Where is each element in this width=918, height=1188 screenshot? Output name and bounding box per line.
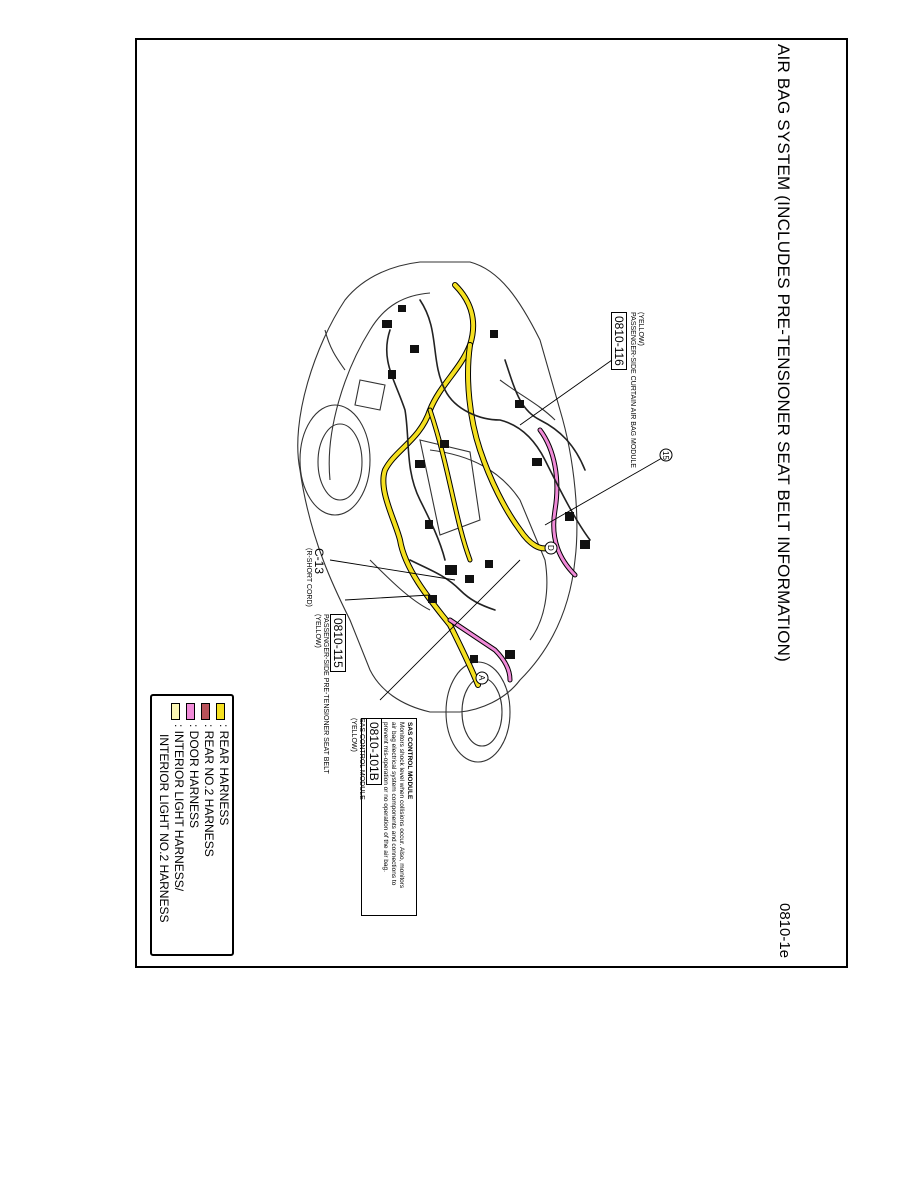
diagram-frame xyxy=(135,38,848,968)
sas-note-box xyxy=(361,718,417,916)
legend-rear-harness: : REAR HARNESS xyxy=(217,724,231,826)
sas-note-line: air bag electrical system components and… xyxy=(390,722,397,886)
legend-interior-light-no2-harness: INTERIOR LIGHT NO.2 HARNESS xyxy=(157,734,171,923)
sas-note-line: prevent mis-operation or no operation of… xyxy=(382,722,389,872)
sas-note-line: Monitors shock level when collisions occ… xyxy=(398,722,405,889)
swatch-rear-harness xyxy=(216,703,225,720)
page-title: AIR BAG SYSTEM (INCLUDES PRE-TENSIONER S… xyxy=(774,44,793,662)
legend-interior-light-harness: : INTERIOR LIGHT HARNESS/ xyxy=(172,724,186,892)
callout-color: (YELLOW) xyxy=(314,614,321,648)
callout-desc: PASSENGER-SIDE CURTAIN AIR BAG MODULE xyxy=(629,312,636,468)
callout-0810-116: (YELLOW) PASSENGER-SIDE CURTAIN AIR BAG … xyxy=(610,312,644,468)
sas-note-heading: SAS CONTROL MODULE xyxy=(406,722,413,800)
sas-note: SAS CONTROL MODULE Monitors shock level … xyxy=(381,722,413,888)
callout-desc: (R-SHORT CORD) xyxy=(305,548,312,607)
swatch-door-harness xyxy=(186,703,195,720)
swatch-interior-light-harness xyxy=(171,703,180,720)
callout-c-13: C-13 (R-SHORT CORD) xyxy=(304,548,326,607)
callout-id: 0810-116 xyxy=(611,312,627,370)
harness-routes xyxy=(380,282,591,688)
callout-id: 0810-115 xyxy=(330,614,346,672)
marker-d-label: D xyxy=(546,545,555,551)
rear-harness-route xyxy=(380,282,481,688)
marker-a-label: A xyxy=(477,675,486,681)
legend-rear-no2-harness: : REAR NO.2 HARNESS xyxy=(202,724,216,857)
marker-15-label: 15 xyxy=(661,451,670,460)
callout-id: C-13 xyxy=(312,548,326,575)
black-harness-route xyxy=(419,299,591,541)
car-body-outline xyxy=(297,261,578,713)
callout-color: (YELLOW) xyxy=(637,312,644,346)
page-number: 0810-1e xyxy=(776,903,793,959)
legend-box xyxy=(150,694,234,956)
callout-color: (YELLOW) xyxy=(350,718,357,752)
leader-lines xyxy=(329,359,663,701)
legend-door-harness: : DOOR HARNESS xyxy=(187,724,201,829)
callout-desc: PASSENGER-SIDE PRE-TENSIONER SEAT BELT xyxy=(322,614,329,774)
circle-markers xyxy=(475,448,673,685)
callout-0810-115: 0810-115 PASSENGER-SIDE PRE-TENSIONER SE… xyxy=(313,614,347,774)
swatch-rear-no2-harness xyxy=(201,703,210,720)
connector-marks xyxy=(382,305,590,663)
